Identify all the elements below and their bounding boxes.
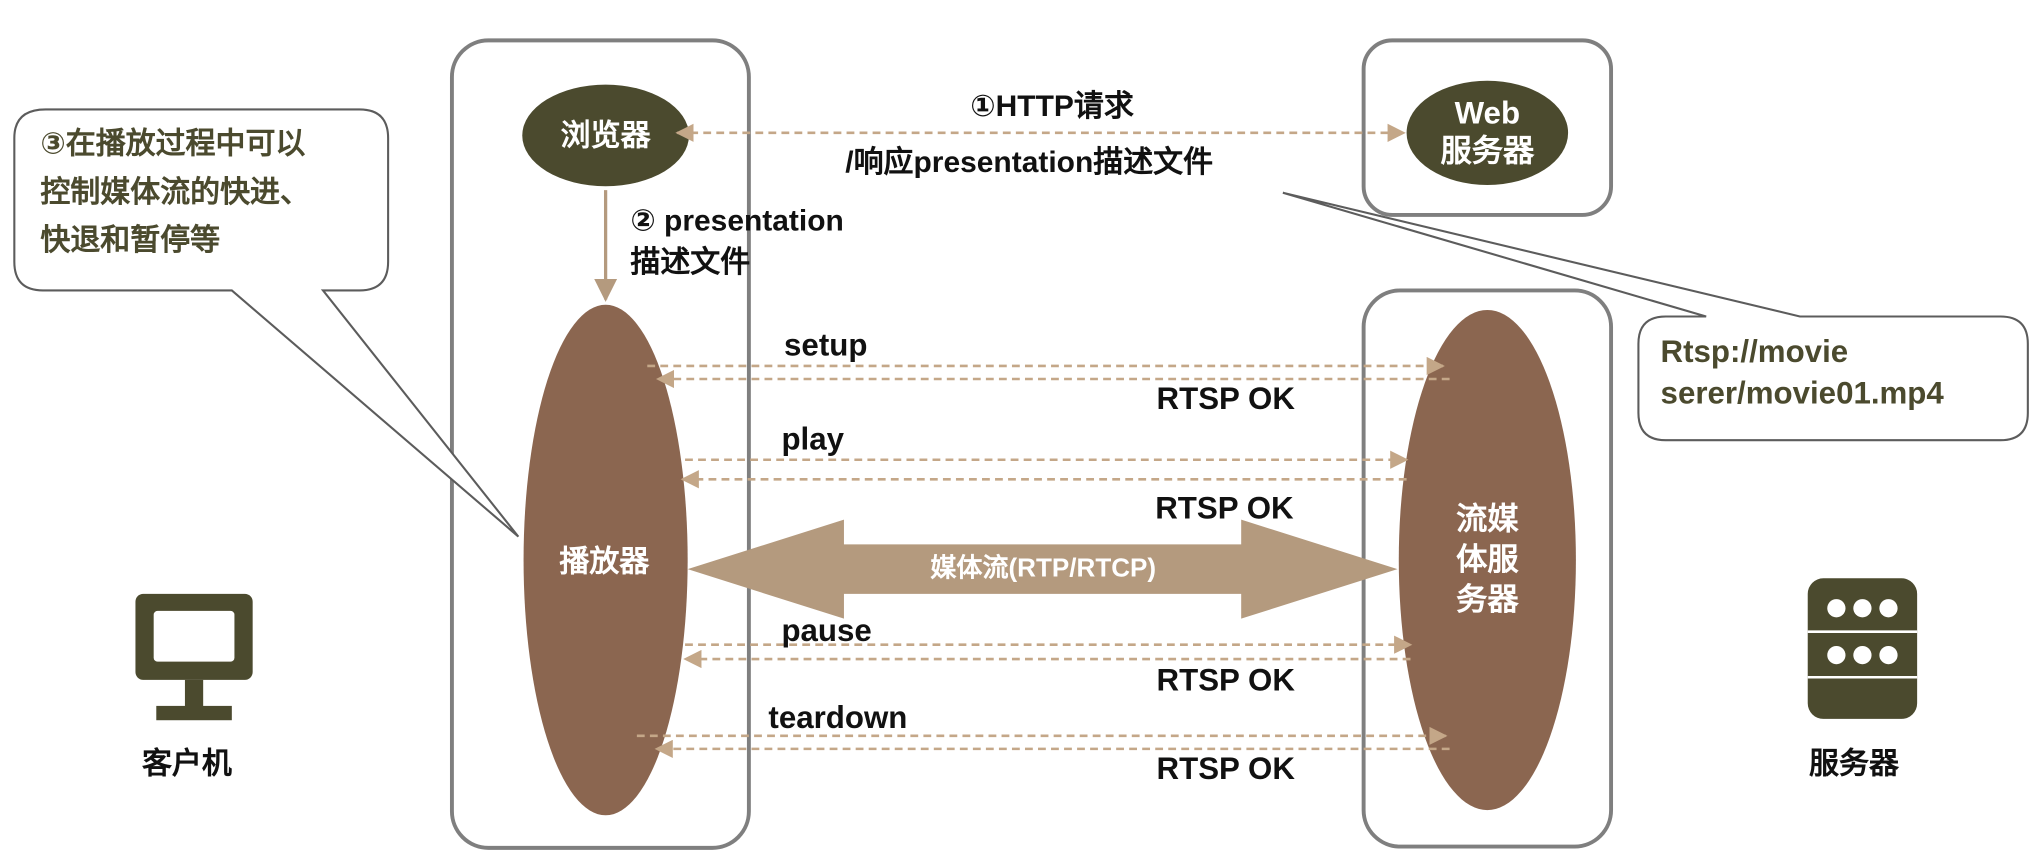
pause-response-label: RTSP OK [1156, 662, 1295, 699]
setup-response-label: RTSP OK [1156, 381, 1295, 417]
browser-node [522, 84, 689, 187]
presentation-label: ② presentation [630, 203, 844, 238]
client-container [449, 38, 751, 850]
media-stream-label: 媒体流(RTP/RTCP) [930, 554, 1157, 583]
web-server-label-line-2: 服务器 [1440, 134, 1535, 170]
web-server-label-line-1: Web [1454, 96, 1521, 132]
media-server-node [1398, 309, 1576, 811]
http-request-label: ①HTTP请求 [970, 88, 1134, 123]
setup-label: setup [784, 328, 868, 364]
player-node [523, 304, 688, 816]
media-server-label: 流媒 体服 务器 [1456, 499, 1519, 620]
control-callout-line-1: ③在播放过程中可以 [40, 126, 306, 161]
monitor-icon [135, 593, 253, 721]
teardown-label: teardown [768, 700, 908, 736]
control-callout-text: ③在播放过程中可以 控制媒体流的快进、 快退和暂停等 [40, 120, 310, 265]
media-server-label-line-3: 务器 [1456, 582, 1519, 618]
media-server-label-line-1: 流媒 [1456, 502, 1519, 538]
web-server-node [1406, 80, 1569, 185]
pause-label: pause [781, 613, 872, 649]
http-response-label: /响应presentation描述文件 [845, 144, 1214, 179]
player-label: 播放器 [559, 543, 650, 578]
server-label: 服务器 [1809, 746, 1899, 781]
web-server-label: Web 服务器 [1440, 95, 1534, 171]
server-rack-icon [1807, 578, 1918, 719]
url-callout-bubble [1282, 191, 2029, 442]
presentation-label-line-2: 描述文件 [630, 244, 751, 279]
play-label: play [781, 421, 844, 458]
url-callout-line-1: Rtsp://movie [1660, 334, 1849, 370]
play-response-label: RTSP OK [1155, 491, 1294, 527]
teardown-response-label: RTSP OK [1156, 751, 1295, 787]
browser-label: 浏览器 [560, 118, 651, 152]
media-server-label-line-2: 体服 [1456, 542, 1519, 578]
control-callout-line-3: 快退和暂停等 [40, 222, 221, 257]
control-callout-line-2: 控制媒体流的快进、 [40, 174, 310, 209]
control-callout-bubble [13, 108, 520, 538]
media-stream-arrow [687, 519, 1398, 619]
url-callout-text: Rtsp://movie serer/movie01.mp4 [1661, 332, 1944, 415]
client-label: 客户机 [141, 746, 232, 781]
url-callout-line-2: serer/movie01.mp4 [1660, 376, 1944, 412]
